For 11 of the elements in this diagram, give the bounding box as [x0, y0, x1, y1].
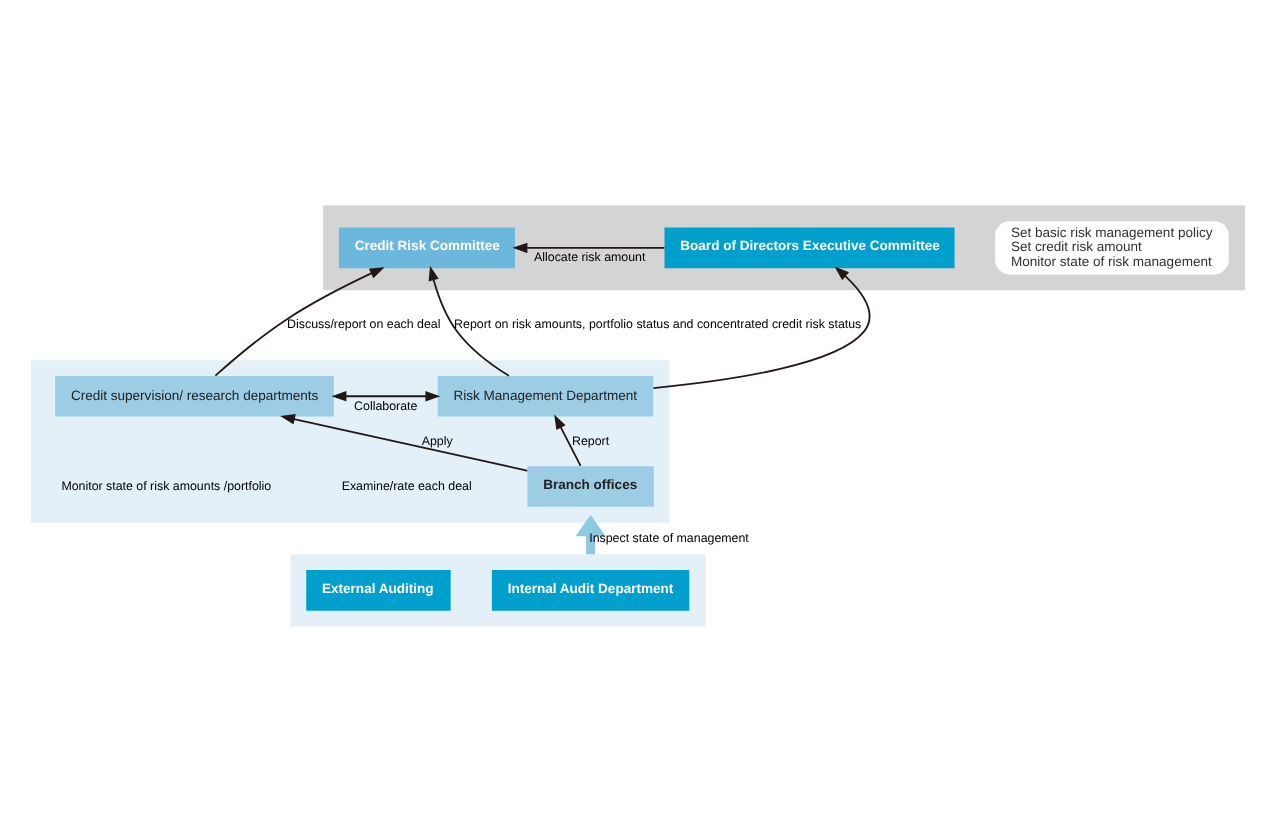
arrow — [214, 267, 385, 377]
arrow — [280, 414, 529, 472]
arrow — [575, 514, 606, 555]
arrow — [428, 265, 510, 377]
arrow — [652, 266, 871, 389]
arrow — [512, 242, 666, 254]
cluster — [30, 360, 670, 523]
cluster — [323, 205, 1246, 291]
cluster — [290, 554, 706, 627]
arrow — [331, 391, 441, 402]
arrow — [554, 414, 582, 467]
